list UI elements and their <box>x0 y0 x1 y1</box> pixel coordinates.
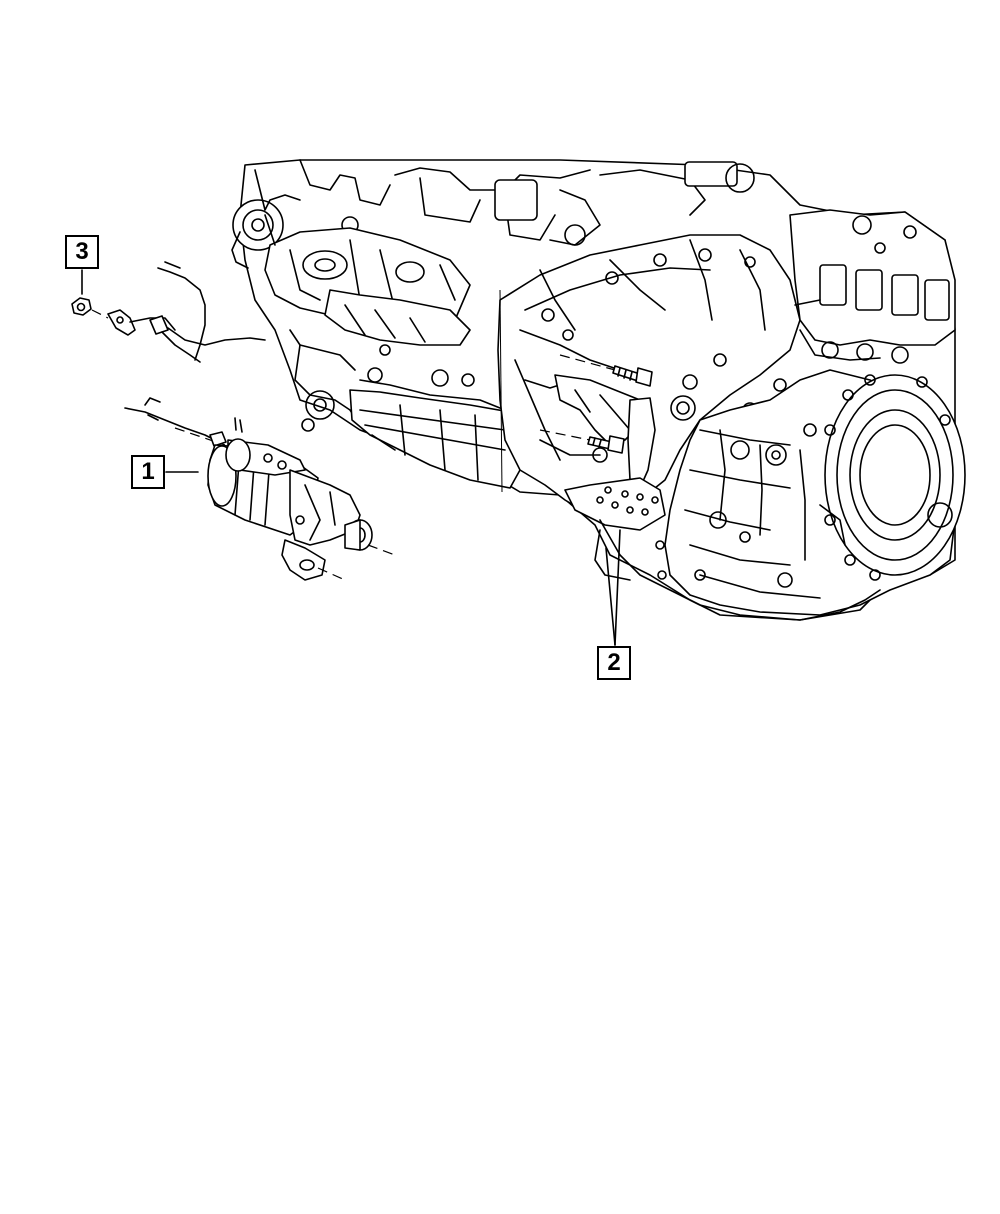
transaxle-mount-bolts <box>539 354 653 454</box>
hex-nut-and-cable <box>71 261 266 363</box>
callout-2-label: 2 <box>597 646 631 680</box>
leader-line-2b <box>605 547 616 646</box>
leader-lines <box>81 269 621 646</box>
callout-3-label: 3 <box>65 235 99 269</box>
callout-1-label: 1 <box>131 455 165 489</box>
engine-transaxle-assembly <box>231 159 966 621</box>
starter-motor <box>124 397 396 581</box>
leader-line-2a <box>614 529 621 646</box>
